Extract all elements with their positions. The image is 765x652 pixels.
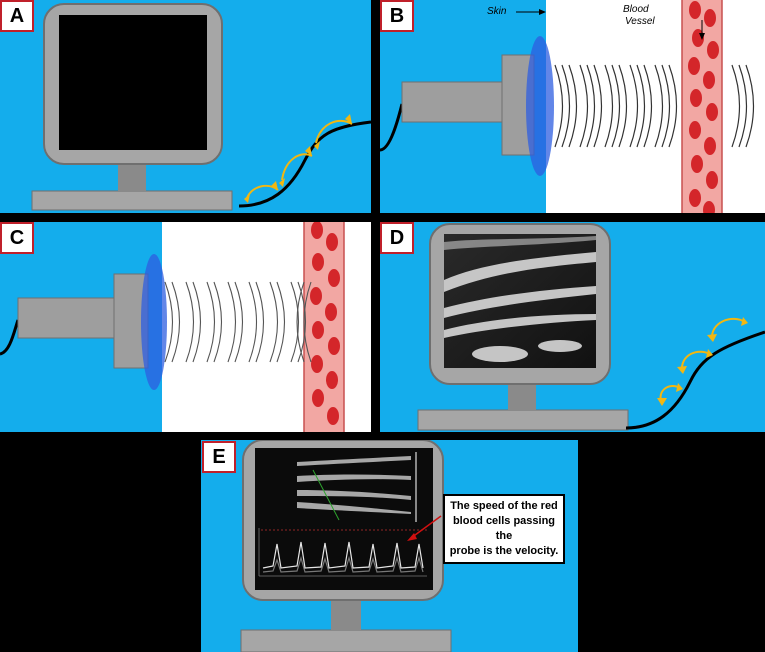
panel-b: B Skin Blood Vessel xyxy=(380,0,765,213)
doppler-waveform xyxy=(262,541,424,573)
red-blood-cells xyxy=(688,1,719,213)
signal-arrow-icon xyxy=(246,119,353,199)
skin-label: Skin xyxy=(487,6,507,17)
panel-d-label: D xyxy=(380,222,414,254)
callout-line-2: blood cells passing the xyxy=(452,515,556,542)
callout-line-1: The speed of the red xyxy=(450,500,558,512)
ultrasound-wave-icon xyxy=(164,281,312,363)
panel-e: E The speed of the red blood cells passi… xyxy=(201,440,578,652)
panel-e-scene xyxy=(240,440,452,652)
panel-d-scene xyxy=(417,223,765,431)
ultrasound-probe-icon xyxy=(401,36,554,176)
velocity-callout: The speed of the red blood cells passing… xyxy=(443,494,565,564)
callout-line-3: probe is the velocity. xyxy=(449,545,559,557)
ultrasound-image xyxy=(444,236,596,362)
blood-vessel-label-line-2: Vessel xyxy=(625,16,655,27)
probe-cable xyxy=(0,319,20,356)
monitor-icon xyxy=(31,3,233,211)
blood-vessel-label-line-1: Blood xyxy=(623,4,649,15)
panel-e-label: E xyxy=(202,441,236,473)
panel-a-scene xyxy=(31,3,371,211)
ultrasound-wave-icon xyxy=(554,64,755,148)
panel-c-label: C xyxy=(0,222,34,254)
monitor-icon xyxy=(240,440,452,652)
monitor-icon xyxy=(417,223,629,431)
ultrasound-probe-icon xyxy=(17,254,167,390)
red-blood-cells xyxy=(310,222,340,425)
probe-cable xyxy=(625,330,765,430)
panel-a: A xyxy=(0,0,371,213)
probe-cable xyxy=(238,120,371,208)
panel-c-scene xyxy=(0,222,371,432)
panel-a-label: A xyxy=(0,0,34,32)
panel-b-label: B xyxy=(380,0,414,32)
panel-b-scene xyxy=(380,0,765,213)
b-mode-image xyxy=(297,456,411,514)
panel-d: D xyxy=(380,222,765,432)
probe-cable xyxy=(380,103,404,152)
panel-c: C xyxy=(0,222,371,432)
